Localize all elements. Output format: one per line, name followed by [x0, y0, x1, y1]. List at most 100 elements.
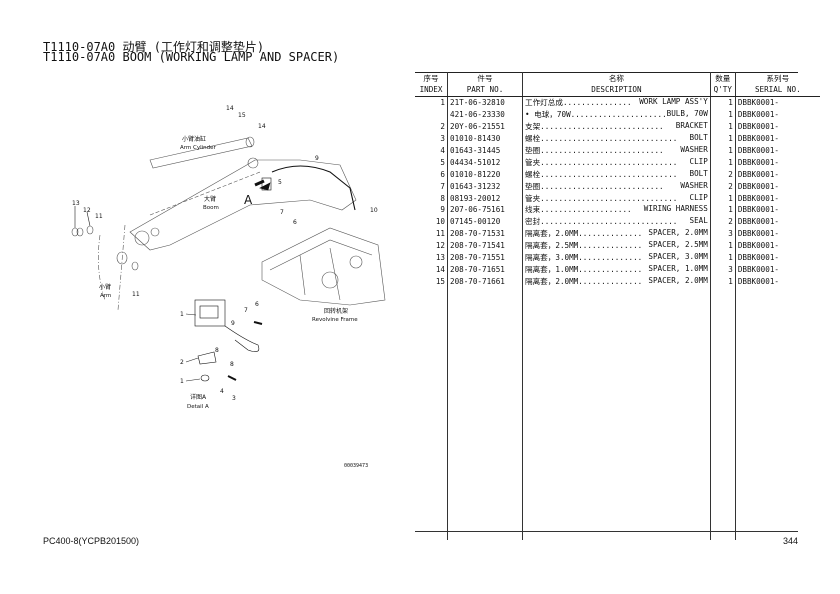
row-serial: DBBK0001-: [734, 108, 820, 121]
callout: 11: [95, 213, 103, 220]
row-desc-en: BOLT: [689, 168, 708, 178]
header-qty-cn: 数量: [715, 74, 731, 83]
page-title-cn: T1110-07A0 动臂 (工作灯和调整垫片): [43, 40, 265, 54]
callout: 4: [220, 388, 224, 395]
callout: 7: [244, 307, 248, 314]
row-serial: DBBK0001-: [734, 251, 820, 264]
row-serial: DBBK0001-: [734, 239, 820, 252]
page-number: 344: [783, 536, 799, 546]
row-serial: DBBK0001-: [734, 120, 820, 133]
spacers-shape: [71, 225, 139, 271]
row-qty: 2: [709, 215, 736, 228]
row-qty: 1: [709, 204, 736, 216]
arrow-a-icon: [259, 182, 271, 191]
header-part-cn: 件号: [477, 74, 493, 83]
row-serial: DBBK0001-: [734, 156, 820, 169]
row-desc-en: WORK LAMP ASS'Y: [639, 97, 708, 107]
boom-shape: [129, 157, 357, 251]
row-desc-cn: 螺栓..............................: [525, 134, 678, 144]
row-index: 7: [440, 181, 445, 191]
row-qty: 3: [709, 227, 736, 240]
row-desc-cn: 隔离套，1.0MM..............: [525, 264, 643, 274]
arm-shape: [98, 224, 126, 311]
row-desc-cn: • 电球，70W.....................: [525, 110, 667, 120]
wiring-harness-shape: [271, 165, 356, 211]
header-serial-en: SERIAL NO.: [754, 85, 801, 94]
callout: 15: [238, 112, 246, 119]
table-filler: [415, 287, 820, 541]
row-part-number: 01643-31232: [447, 180, 523, 193]
view-a-label: A: [244, 193, 253, 207]
row-qty: 1: [709, 120, 736, 133]
row-part-number: 01010-81220: [447, 168, 523, 181]
row-index: 14: [435, 264, 445, 274]
row-desc-cn: 垫圈...........................: [525, 146, 664, 155]
callout: 7: [280, 209, 284, 216]
row-serial: DBBK0001-: [734, 180, 820, 193]
callout: 8: [215, 347, 219, 354]
row-qty: 1: [709, 144, 736, 157]
row-desc-cn: 工作灯总成...............: [525, 98, 632, 108]
row-index: 4: [440, 146, 445, 155]
callout: 6: [255, 301, 259, 308]
row-qty: 2: [709, 180, 736, 193]
callout: 8: [230, 361, 234, 368]
row-desc-en: BOLT: [689, 133, 708, 143]
row-index: 3: [440, 134, 445, 144]
row-part-number: 01643-31445: [447, 144, 523, 157]
row-desc-cn: 隔离套，3.0MM..............: [525, 253, 643, 263]
table-row: 421-06-23330• 电球，70W....................…: [415, 108, 820, 121]
callout: 1: [180, 311, 184, 318]
boom-label-cn: 大臂: [204, 195, 216, 203]
row-serial: DBBK0001-: [734, 132, 820, 145]
callout: 11: [132, 291, 140, 298]
callout: 1: [180, 378, 184, 385]
row-desc-en: WASHER: [680, 145, 708, 154]
row-desc-en: SPACER, 2.0MM: [648, 275, 708, 285]
row-serial: DBBK0001-: [734, 227, 820, 240]
row-qty: 1: [709, 251, 736, 264]
row-qty: 1: [709, 96, 736, 109]
row-desc-cn: 隔离套，2.0MM..............: [525, 229, 643, 239]
detail-label-cn: 详图A: [190, 393, 207, 401]
row-index: 10: [435, 217, 445, 227]
leader-lines: [74, 206, 201, 382]
row-desc-en: SPACER, 2.5MM: [648, 240, 708, 250]
boom-label-en: Boom: [203, 205, 219, 211]
row-qty: 1: [709, 192, 736, 205]
row-qty: 1: [709, 239, 736, 252]
row-qty: 1: [709, 132, 736, 145]
row-desc-en: BRACKET: [675, 121, 708, 131]
row-part-number: 208-70-71661: [447, 275, 523, 288]
frame-label-en: Revolvine Frame: [312, 317, 358, 323]
frame-label-cn: 回转机架: [324, 307, 348, 315]
detail-label-en: Detail A: [187, 404, 209, 410]
row-desc-cn: 管夹..............................: [525, 157, 678, 167]
row-part-number: 207-06-75161: [447, 204, 523, 216]
row-desc-en: CLIP: [689, 192, 708, 202]
row-qty: 1: [709, 275, 736, 288]
row-part-number: 208-70-71531: [447, 227, 523, 240]
callout: 3: [232, 395, 236, 402]
callout: 2: [180, 359, 184, 366]
row-desc-cn: 隔离套，2.5MM..............: [525, 241, 643, 251]
callout: 9: [231, 320, 235, 327]
row-index: 9: [440, 205, 445, 215]
row-part-number: 208-70-71551: [447, 251, 523, 264]
callout: 14: [226, 105, 234, 112]
header-index-en: INDEX: [419, 85, 443, 94]
row-index: 1: [440, 98, 445, 108]
header-desc-en: DESCRIPTION: [591, 85, 642, 94]
row-part-number: 208-70-71541: [447, 239, 523, 252]
callout: 10: [370, 207, 378, 214]
